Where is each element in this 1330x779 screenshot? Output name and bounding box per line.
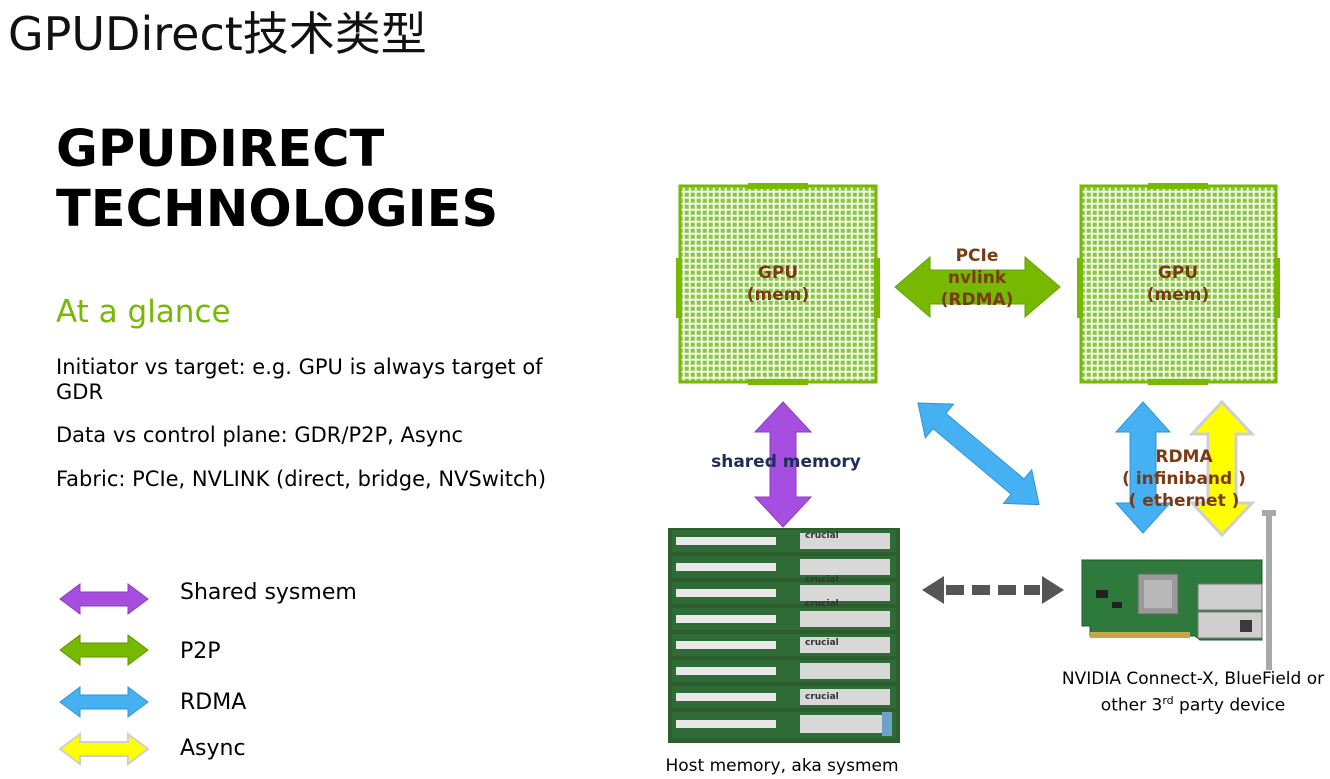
ram-stick-7	[672, 686, 896, 708]
slide-title-line1: GPUDIRECT	[56, 120, 385, 179]
gpu-left-label-line1: GPU	[757, 263, 799, 283]
nic-caption-line1: NVIDIA Connect-X, BlueField or	[1061, 669, 1325, 689]
async-vertical-arrow	[1188, 399, 1256, 538]
legend-arrow-rdma	[59, 686, 149, 718]
rdma-label-line3: ( ethernet )	[1128, 491, 1240, 511]
ram-stick-3	[672, 582, 896, 604]
host-memory-ram-stack	[668, 528, 900, 743]
shared-memory-label: shared memory	[711, 452, 861, 472]
gpu-chip-right	[1077, 183, 1280, 385]
rdma-fabric-label: RDMA ( infiniband ) ( ethernet )	[1104, 446, 1264, 512]
gpu-left-label: GPU (mem)	[728, 262, 828, 306]
gpu-right-label-line1: GPU	[1157, 263, 1199, 283]
ram-stick-1	[672, 530, 896, 552]
ram-brand-label: crucial	[805, 531, 839, 541]
slide-title-line2: TECHNOLOGIES	[56, 180, 499, 239]
legend-label-rdma: RDMA	[180, 690, 247, 715]
p2p-label-line3: (RDMA)	[940, 290, 1014, 310]
nic-caption-sup: rd	[1162, 694, 1174, 707]
ram-stick-2	[672, 556, 896, 578]
ram-brand-label: crucial	[805, 638, 839, 648]
ram-brand-label: crucial	[805, 599, 839, 609]
p2p-label-line2: nvlink	[947, 268, 1007, 288]
p2p-arrow-label: PCIe nvlink (RDMA)	[917, 245, 1037, 311]
nic-caption-line2-post: party device	[1173, 695, 1286, 716]
nic-card	[1081, 510, 1276, 670]
legend-arrow-shared-sysmem	[59, 583, 149, 615]
ram-stick-6	[672, 660, 896, 682]
nic-caption-line2: other 3rd party device	[1058, 690, 1328, 717]
ram-brand-label: crucial	[805, 692, 839, 702]
rdma-diagonal-arrow	[917, 402, 1040, 506]
gpu-right-label: GPU (mem)	[1128, 262, 1228, 306]
bullet-initiator-target: Initiator vs target: e.g. GPU is always …	[56, 355, 543, 404]
ram-stick-5	[672, 634, 896, 656]
rdma-label-line2: ( infiniband )	[1122, 469, 1246, 489]
legend-label-async: Async	[180, 736, 246, 761]
host-memory-caption: Host memory, aka sysmem	[665, 756, 899, 776]
slide-subtitle: At a glance	[56, 294, 231, 330]
legend-label-p2p: P2P	[180, 639, 221, 664]
bullet-fabric: Fabric: PCIe, NVLINK (direct, bridge, NV…	[56, 467, 547, 491]
p2p-arrow	[894, 255, 1061, 319]
shared-memory-arrow	[753, 401, 813, 528]
rdma-vertical-arrow	[1114, 401, 1172, 534]
legend-label-shared-sysmem: Shared sysmem	[180, 580, 357, 605]
ram-stick-8	[672, 712, 896, 738]
ram-brand-label: crucial	[805, 575, 839, 585]
rdma-label-line1: RDMA	[1155, 447, 1213, 467]
gpu-chip-left	[676, 183, 880, 385]
control-dashed-arrow	[922, 576, 1064, 604]
ram-stick-4	[672, 608, 896, 630]
gpu-left-label-line2: (mem)	[746, 285, 810, 305]
legend-arrow-p2p	[59, 634, 149, 666]
nic-caption-line2-pre: other 3	[1100, 695, 1163, 716]
p2p-label-line1: PCIe	[955, 246, 999, 266]
page-title: GPUDirect技术类型	[8, 7, 427, 61]
slide-title: GPUDIRECT TECHNOLOGIES	[56, 120, 498, 240]
gpu-right-label-line2: (mem)	[1146, 285, 1210, 305]
legend-arrow-async	[58, 732, 150, 766]
nic-caption: NVIDIA Connect-X, BlueField or other 3rd…	[1058, 669, 1328, 717]
bullet-data-control-plane: Data vs control plane: GDR/P2P, Async	[56, 423, 464, 447]
